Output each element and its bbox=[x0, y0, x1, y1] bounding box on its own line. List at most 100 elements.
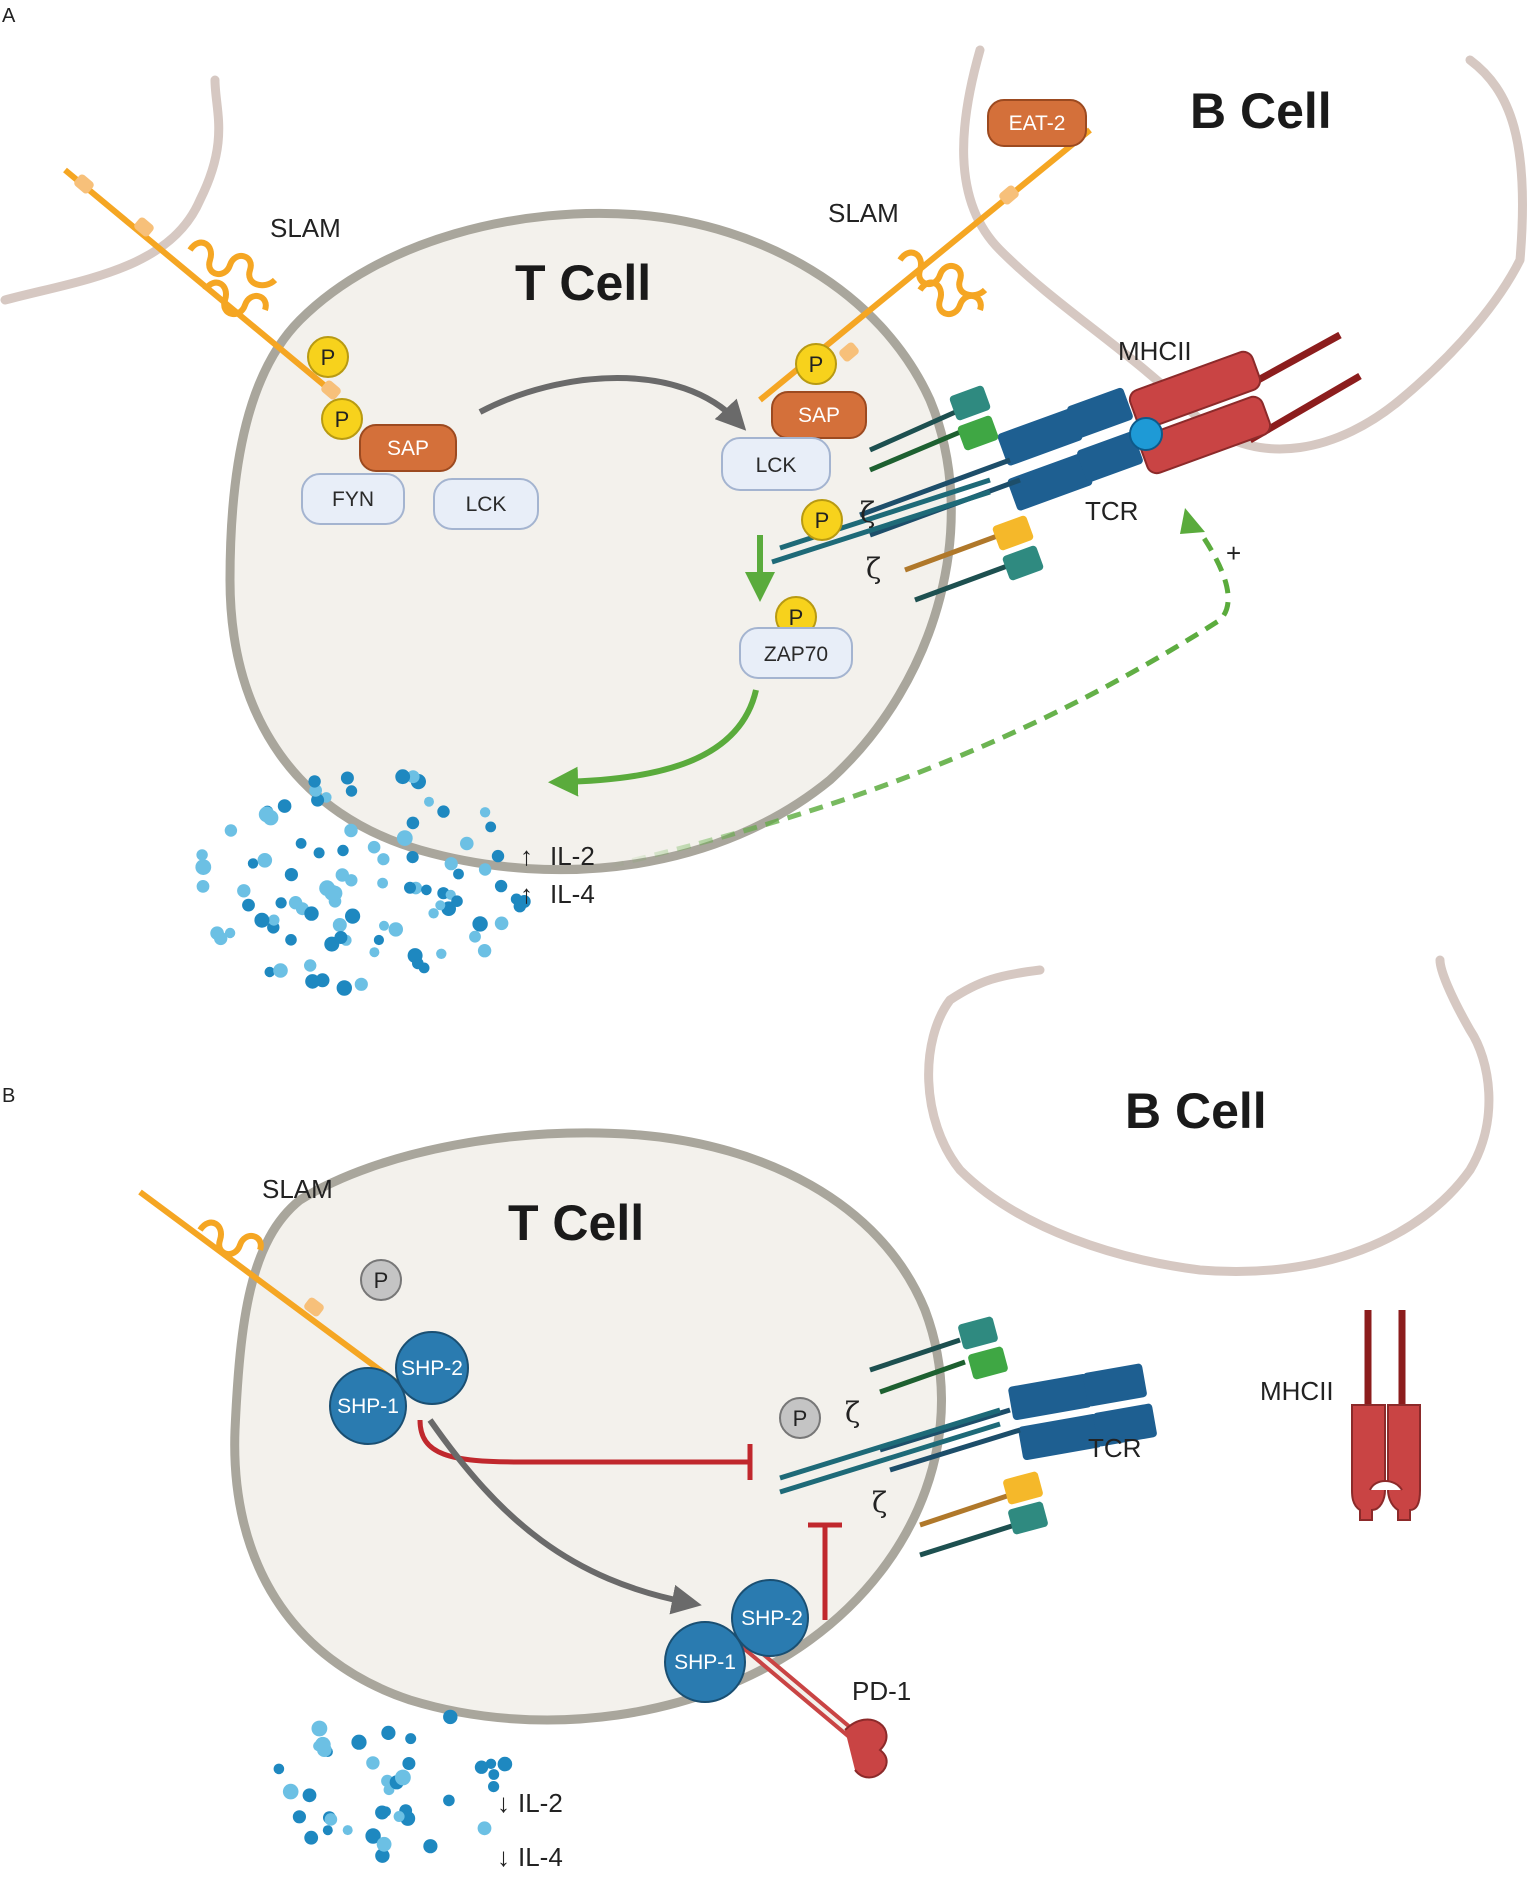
t-cell-title-b: T Cell bbox=[508, 1195, 644, 1251]
cytokine-dot bbox=[335, 868, 349, 882]
cytokine-dot bbox=[308, 775, 321, 788]
shp1-label-top: SHP-1 bbox=[337, 1395, 399, 1418]
cytokine-dot bbox=[381, 1725, 396, 1740]
cytokine-dot bbox=[257, 853, 273, 868]
t-cell-title-a: T Cell bbox=[515, 255, 651, 311]
cytokine-dot bbox=[369, 947, 380, 958]
phospho-icon bbox=[321, 398, 363, 440]
cytokine-dot bbox=[393, 1811, 405, 1822]
cytokine-dot bbox=[396, 830, 413, 846]
cytokine-dot bbox=[354, 977, 368, 991]
phospho-label: P bbox=[335, 407, 350, 432]
cytokine-dot bbox=[485, 1758, 497, 1770]
cytokine-dot bbox=[214, 931, 228, 946]
cytokine-cloud-a bbox=[195, 769, 531, 996]
phospho-icon bbox=[779, 1397, 821, 1439]
cytokine-dot bbox=[285, 934, 297, 946]
cytokine-dot bbox=[517, 895, 531, 908]
mhcii-label-b: MHCII bbox=[1260, 1376, 1334, 1406]
cytokine-dot bbox=[406, 851, 419, 864]
lck-box-right bbox=[721, 437, 831, 491]
cytokine-dot bbox=[295, 838, 307, 849]
shp1-circle-bottom bbox=[664, 1621, 746, 1703]
cytokine-dot bbox=[479, 807, 491, 818]
lck-box-left bbox=[433, 478, 539, 530]
plus-label: + bbox=[1226, 538, 1241, 568]
cytokine-dot bbox=[435, 900, 446, 911]
il2-label-a: IL-2 bbox=[550, 841, 595, 871]
il2-label-b: IL-2 bbox=[518, 1788, 563, 1818]
phospho-label: P bbox=[321, 345, 336, 370]
cytokine-dot bbox=[395, 769, 411, 785]
cytokine-dot bbox=[268, 914, 280, 926]
cytokine-dot bbox=[237, 884, 251, 898]
cytokine-dot bbox=[345, 908, 361, 924]
cytokine-dot bbox=[284, 868, 298, 882]
cytokine-dot bbox=[313, 1740, 324, 1752]
shp2-circle-top bbox=[395, 1331, 469, 1405]
cytokine-dot bbox=[423, 1839, 438, 1854]
phospho-icon bbox=[360, 1259, 402, 1301]
cytokine-dot bbox=[254, 912, 270, 928]
cytokine-dot bbox=[288, 896, 303, 910]
slam-receptor-b bbox=[138, 1189, 402, 1388]
phospho-label: P bbox=[809, 352, 824, 377]
fyn-box bbox=[301, 473, 405, 525]
arrow-down-il4: ↓ bbox=[497, 1842, 510, 1872]
sap-label-left: SAP bbox=[387, 437, 429, 460]
cytokine-dot bbox=[324, 1813, 338, 1826]
b-cell-title-a: B Cell bbox=[1190, 83, 1332, 139]
shp2-circle-bottom bbox=[731, 1579, 809, 1657]
tcr-complex-b bbox=[779, 1316, 1157, 1558]
phospho-icon bbox=[801, 499, 843, 541]
cytokine-dot bbox=[242, 898, 255, 912]
phospho-label-b: P bbox=[374, 1268, 389, 1293]
cytokine-dot bbox=[351, 1734, 367, 1750]
cytokine-dot bbox=[460, 836, 474, 851]
cytokine-dot bbox=[311, 793, 325, 807]
cytokine-dot bbox=[377, 853, 390, 866]
cytokine-dot bbox=[264, 966, 275, 978]
arrow-up-il4: ↑ bbox=[520, 879, 533, 909]
cytokine-dot bbox=[196, 880, 210, 893]
cytokine-dot bbox=[277, 799, 292, 813]
mhcii-label-a: MHCII bbox=[1118, 336, 1192, 366]
cytokine-dot bbox=[196, 849, 208, 861]
eat2-label: EAT-2 bbox=[1009, 112, 1066, 135]
cytokine-dot bbox=[472, 916, 488, 932]
b-cell-membrane-left bbox=[0, 75, 224, 305]
cytokine-dot bbox=[334, 931, 348, 944]
cytokine-dot bbox=[451, 895, 463, 907]
cytokine-dot bbox=[366, 1756, 380, 1770]
sap-box-right bbox=[771, 391, 867, 439]
inhibition-line-zeta bbox=[417, 1419, 750, 1465]
cytokine-dot bbox=[304, 1830, 319, 1845]
panel-b-label: B bbox=[2, 1085, 15, 1107]
cytokine-dot bbox=[424, 796, 434, 807]
tcr-label-b: TCR bbox=[1088, 1433, 1141, 1463]
cytokine-dot bbox=[494, 879, 508, 893]
cytokine-dot bbox=[491, 849, 505, 863]
lck-label-left: LCK bbox=[466, 493, 507, 516]
cytokine-dot bbox=[365, 1828, 381, 1844]
t-cell-body-b bbox=[230, 1128, 946, 1725]
cytokine-cloud-b bbox=[273, 1709, 513, 1863]
zap70-label: ZAP70 bbox=[764, 643, 828, 666]
b-cell-membrane-b bbox=[924, 955, 1494, 1277]
cytokine-release-arrow bbox=[548, 689, 759, 797]
phospho-label: P bbox=[815, 508, 830, 533]
cytokine-dot bbox=[304, 906, 319, 921]
zap70-box bbox=[739, 627, 853, 679]
cytokine-dot bbox=[275, 897, 287, 909]
cytokine-dot bbox=[478, 863, 492, 876]
pd1-receptor bbox=[734, 1634, 888, 1779]
cytokine-dot bbox=[322, 1825, 333, 1836]
slam-label-b: SLAM bbox=[262, 1174, 333, 1204]
pd1-label: PD-1 bbox=[852, 1676, 911, 1706]
cytokine-dot bbox=[453, 868, 464, 880]
cytokine-dot bbox=[332, 918, 347, 932]
mhcii-b bbox=[1351, 1310, 1421, 1521]
cytokine-dot bbox=[497, 1756, 513, 1772]
cytokine-dot bbox=[376, 1836, 392, 1852]
cytokine-dot bbox=[195, 859, 212, 875]
